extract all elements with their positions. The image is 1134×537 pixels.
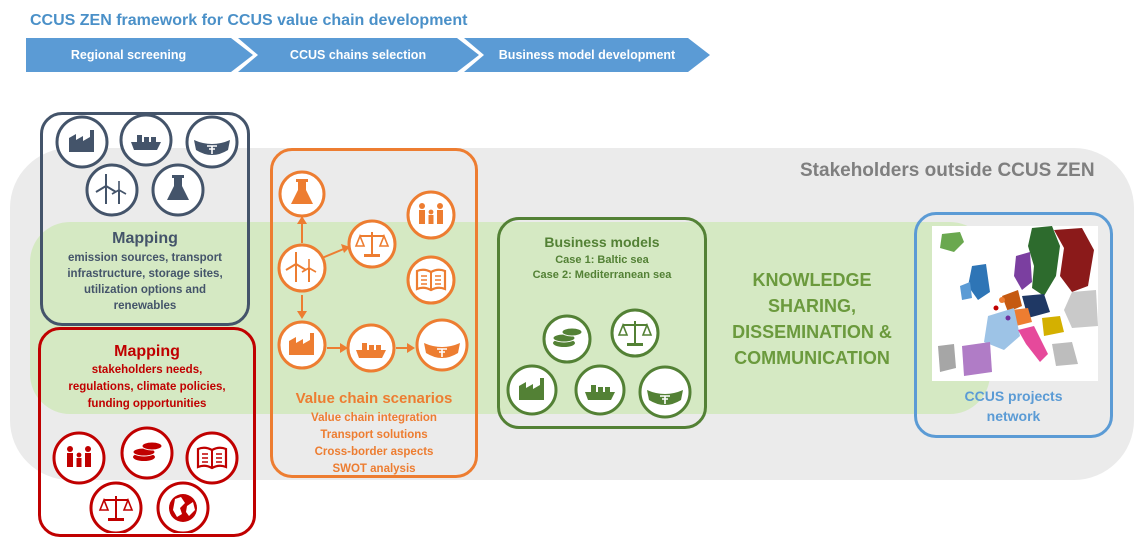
mapping-stakeholders-title: Mapping <box>114 343 180 360</box>
step-regional-screening: Regional screening <box>70 48 187 62</box>
step-ccus-chains-selection: CCUS chains selection <box>289 48 427 62</box>
page-title: CCUS ZEN framework for CCUS value chain … <box>30 12 468 29</box>
business-models-icons <box>506 308 692 419</box>
ccus-projects-network-box <box>914 212 1113 438</box>
value-chain-line: Transport solutions <box>320 429 428 441</box>
arrow-right-head-2 <box>340 343 348 353</box>
value-chain-scenarios-box <box>270 148 478 478</box>
mapping-infrastructure-line: infrastructure, storage sites, <box>67 268 223 280</box>
ccus-network-line: network <box>986 408 1041 424</box>
europe-map-image <box>932 226 1098 381</box>
value-chain-line: Cross-border aspects <box>314 446 434 458</box>
arrow-right-line <box>321 247 347 259</box>
mapping-infrastructure-line: emission sources, transport <box>67 252 223 264</box>
arrow-up-head <box>297 216 307 224</box>
mapping-infrastructure-icons <box>55 113 239 217</box>
business-models-box <box>497 217 707 429</box>
mapping-stakeholders-line: funding opportunities <box>87 398 207 410</box>
ccus-network-line: CCUS projects <box>964 388 1063 404</box>
storage-icon <box>185 115 239 169</box>
value-chain-icons <box>277 170 469 373</box>
value-chain-title: Value chain scenarios <box>295 390 453 407</box>
step-business-model-development: Business model development <box>498 48 676 62</box>
arrow-down-head <box>297 311 307 319</box>
business-models-title: Business models <box>544 234 660 250</box>
mapping-infrastructure-title: Mapping <box>112 230 178 247</box>
value-chain-line: Value chain integration <box>311 412 437 424</box>
storage-icon <box>415 318 469 372</box>
mapping-infrastructure-box <box>40 112 250 326</box>
business-models-line: Case 2: Mediterranean sea <box>532 269 672 281</box>
mapping-stakeholders-icons <box>52 426 239 533</box>
globe-icon-glyph <box>169 494 197 522</box>
knowledge-sharing-line: COMMUNICATION <box>734 348 890 368</box>
knowledge-sharing-line: DISSEMINATION & <box>732 322 892 342</box>
storage-icon <box>638 365 692 419</box>
arrow-right-head-3 <box>407 343 415 353</box>
business-models-line: Case 1: Baltic sea <box>555 254 649 266</box>
value-chain-line: SWOT analysis <box>332 463 416 475</box>
stakeholders-outside-label: Stakeholders outside CCUS ZEN <box>800 160 1095 181</box>
mapping-infrastructure-line: renewables <box>113 300 177 312</box>
mapping-stakeholders-line: regulations, climate policies, <box>68 381 226 393</box>
knowledge-sharing-line: KNOWLEDGE <box>752 270 872 290</box>
mapping-infrastructure-line: utilization options and <box>83 284 206 296</box>
knowledge-sharing-line: SHARING, <box>767 296 856 316</box>
mapping-stakeholders-line: stakeholders needs, <box>91 364 203 376</box>
